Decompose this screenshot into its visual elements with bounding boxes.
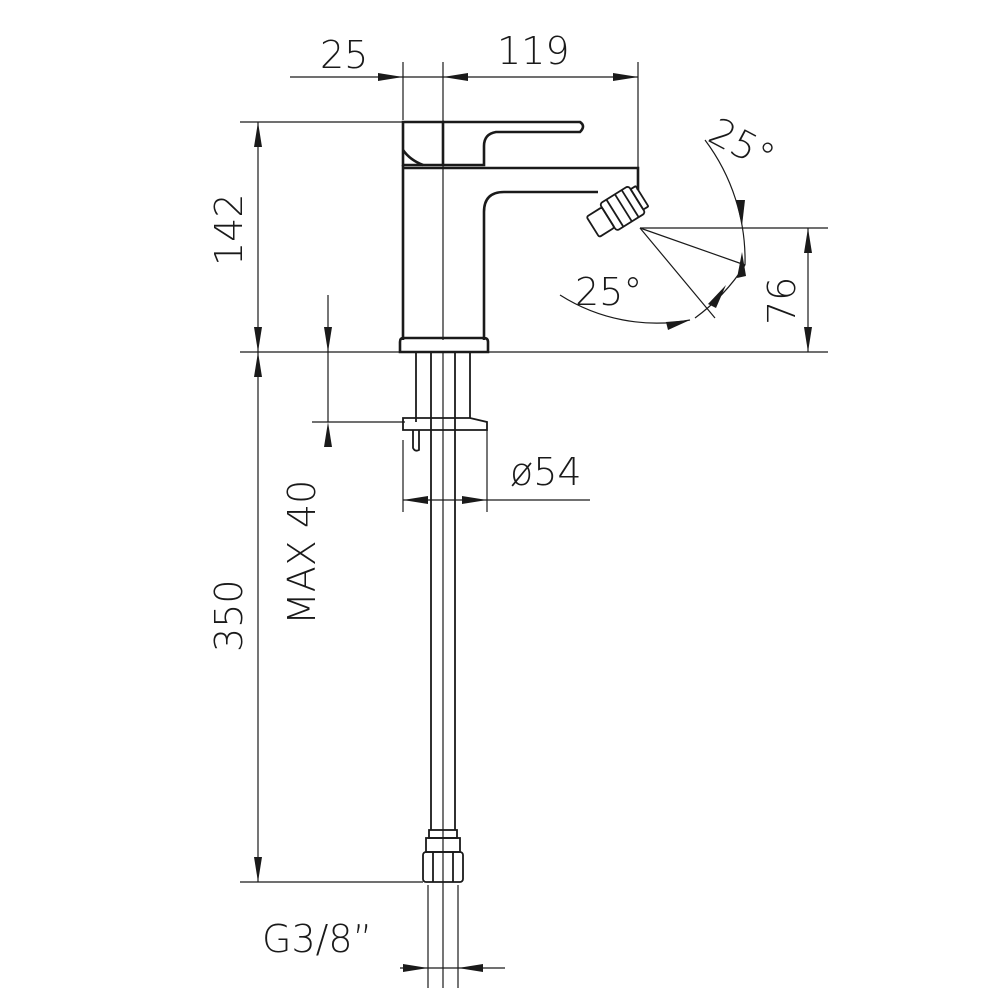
arrow-heads [254,73,812,972]
tap-height-label: 142 [207,193,251,266]
angle-up-label: 25° [702,109,782,179]
nozzle [586,185,649,238]
lever-offset-label: 25 [320,33,368,77]
hose-length-label: 350 [207,579,251,652]
connection-label: G3/8” [262,917,372,961]
max-deck-label: MAX 40 [280,480,324,625]
supply-hose [402,352,488,883]
nozzle-height-label: 76 [760,277,804,325]
dimension-lines [257,76,809,969]
base-diameter-label: ø54 [510,450,582,494]
faucet-body [398,120,640,354]
angle-down-label: 25° [575,270,642,314]
spout-reach-label: 119 [497,29,570,73]
